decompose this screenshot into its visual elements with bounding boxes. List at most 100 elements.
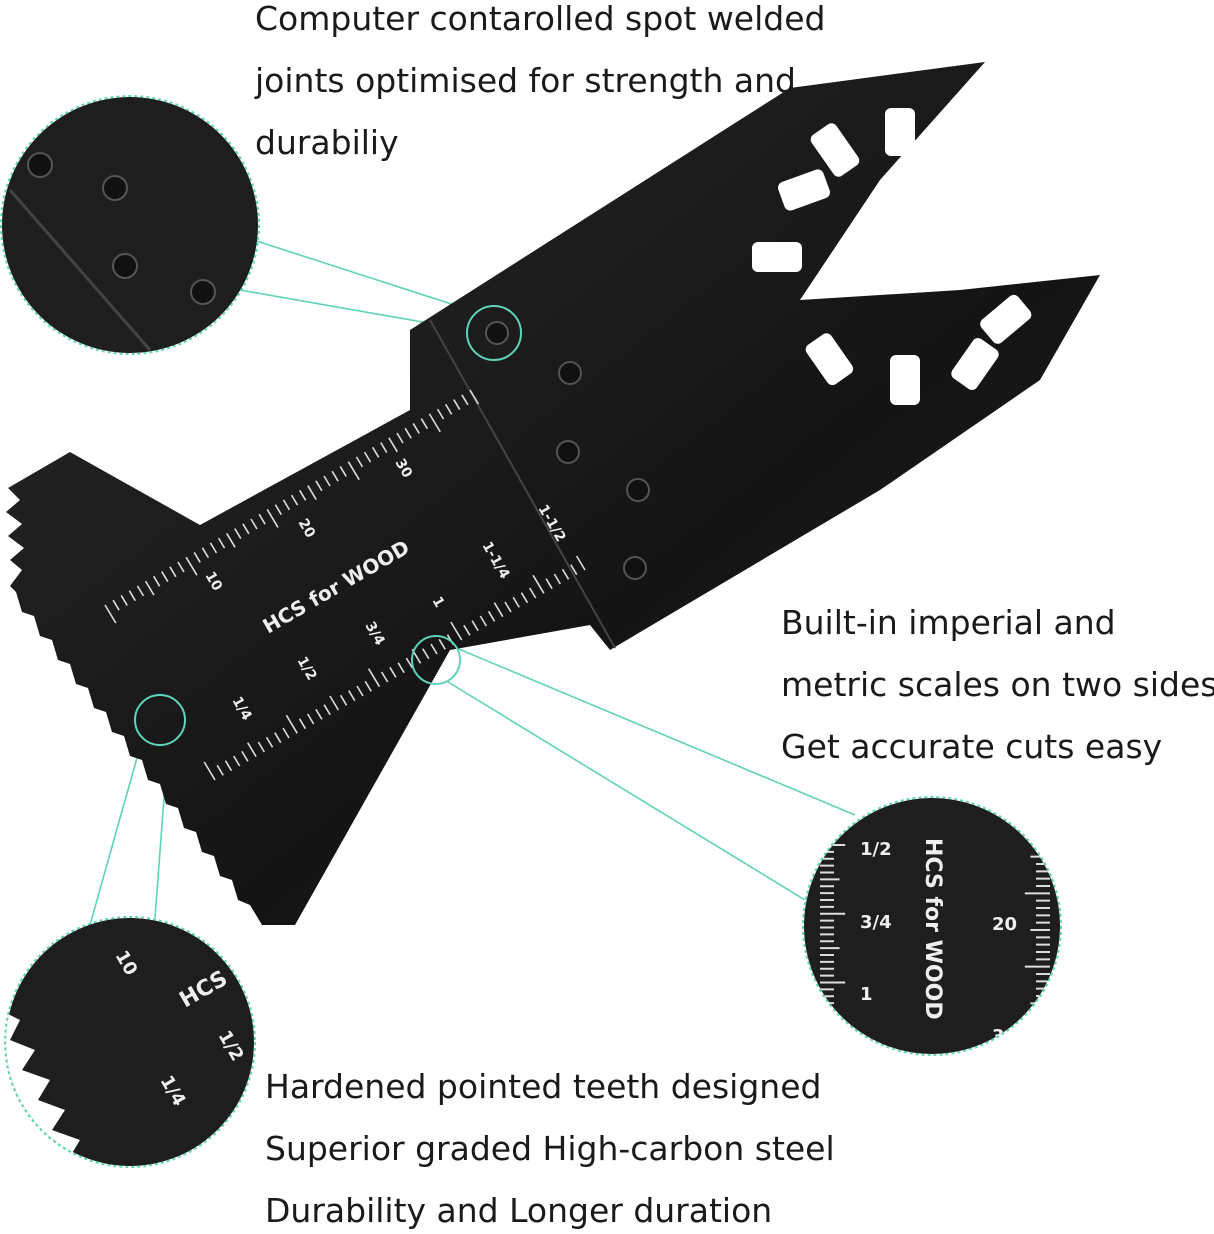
ruler-tick [120,595,128,606]
ruler-tick [453,399,461,410]
zoom-mark: 20 [992,914,1017,935]
weld-rivets [485,321,650,580]
caption-teeth: Hardened pointed teeth designed Superior… [265,1056,835,1234]
ruler-tick [422,648,430,660]
ruler-tick [363,451,372,463]
zoom-mark: 1/2 [860,839,892,860]
ruler-tick [217,537,226,549]
highlight-circles [134,305,522,746]
ruler-tick [203,761,216,781]
ruler-tick [282,727,290,739]
ruler-tick [315,480,323,492]
ruler-tick [234,528,242,539]
ruler-tick [575,555,586,571]
ruler-tick [232,755,241,767]
ruler-tick [152,575,161,587]
ruler-tick [479,615,488,627]
ruler-tick [112,599,120,611]
zoom-teeth: HCS 10 1/4 1/2 [6,918,254,1166]
ruler-tick [266,509,279,528]
ruler-tick [570,564,578,576]
ruler-tick [339,694,348,706]
ruler-tick [461,394,469,406]
ruler-tick [282,499,291,511]
zoom-welds [2,97,258,353]
ruler-tick [364,680,372,692]
ruler-tick [185,556,198,576]
ruler-tick [430,643,438,655]
ruler-tick [487,610,496,622]
caption-line: Hardened pointed teeth designed [265,1067,822,1106]
ruler-tick [274,732,282,744]
ruler-tick [367,668,381,688]
caption-line: joints optimised for strength and [255,61,796,100]
ruler-tick [504,601,512,613]
ruler-tick [307,485,317,500]
ruler-tick [471,620,479,632]
ruler-tick [315,708,323,720]
ruler-tick [329,695,340,711]
caption-line: Get accurate cuts easy [781,727,1163,766]
ruler-tick [193,552,201,563]
ruler-tick [371,446,380,458]
mount-slots [752,108,1032,405]
ruler-tick [520,592,529,604]
ruler-tick [201,547,210,559]
ruler-tick [553,573,562,585]
ruler-tick [242,523,250,535]
ruler-tick [396,432,404,444]
ruler-tick [380,442,388,453]
ruler-tick [136,585,145,597]
ruler-tick [436,408,445,420]
ruler-tick [348,690,356,702]
ruler-tick [298,489,307,501]
ruler-tick [144,580,155,596]
ruler-tick [285,714,298,734]
ruler-tick [561,568,570,580]
caption-line: Superior graded High-carbon steel [265,1129,835,1168]
ruler-tick [528,587,537,599]
ruler-tick [224,760,233,772]
ruler-tick [331,470,339,482]
ruler-tick [450,621,463,641]
zoom-mark: 30 [992,1026,1017,1047]
ruler-tick [428,413,441,433]
ruler-tick [356,685,364,697]
ruler-tick [128,590,137,602]
ruler-tick [493,602,504,618]
ruler-tick [216,764,224,776]
ruler-tick [420,418,429,430]
ruler-tick [323,475,331,487]
ruler-tick [532,574,545,594]
ruler-tick [405,657,414,669]
caption-line: Durability and Longer duration [265,1191,773,1230]
blade-body [6,62,1100,925]
ruler-tick [265,736,274,748]
ruler-tick [355,456,364,468]
ruler-tick [347,461,360,481]
ruler-tick [247,742,257,758]
ruler-tick [258,513,266,525]
zoom-mark: 3/4 [860,912,892,933]
zoom-label: HCS for WOOD [920,838,945,1020]
ruler-tick [444,403,453,415]
ruler-tick [545,578,553,590]
ruler-tick [274,504,283,516]
ruler-tick [177,561,185,573]
ruler-tick [306,713,315,725]
ruler-tick [438,638,446,650]
caption-line: Computer contarolled spot welded [255,0,826,38]
ruler-tick [225,532,236,548]
ruler-tick [323,704,331,716]
ruler-tick [250,518,258,530]
caption-welds: Computer contarolled spot welded joints … [255,0,825,174]
ruler-tick [161,571,169,582]
ruler-tick [298,718,307,730]
ruler-tick [339,466,347,477]
ruler-tick [380,671,389,683]
ruler-tick [209,542,218,554]
ruler-tick [104,604,117,624]
ruler-tick [389,666,397,678]
